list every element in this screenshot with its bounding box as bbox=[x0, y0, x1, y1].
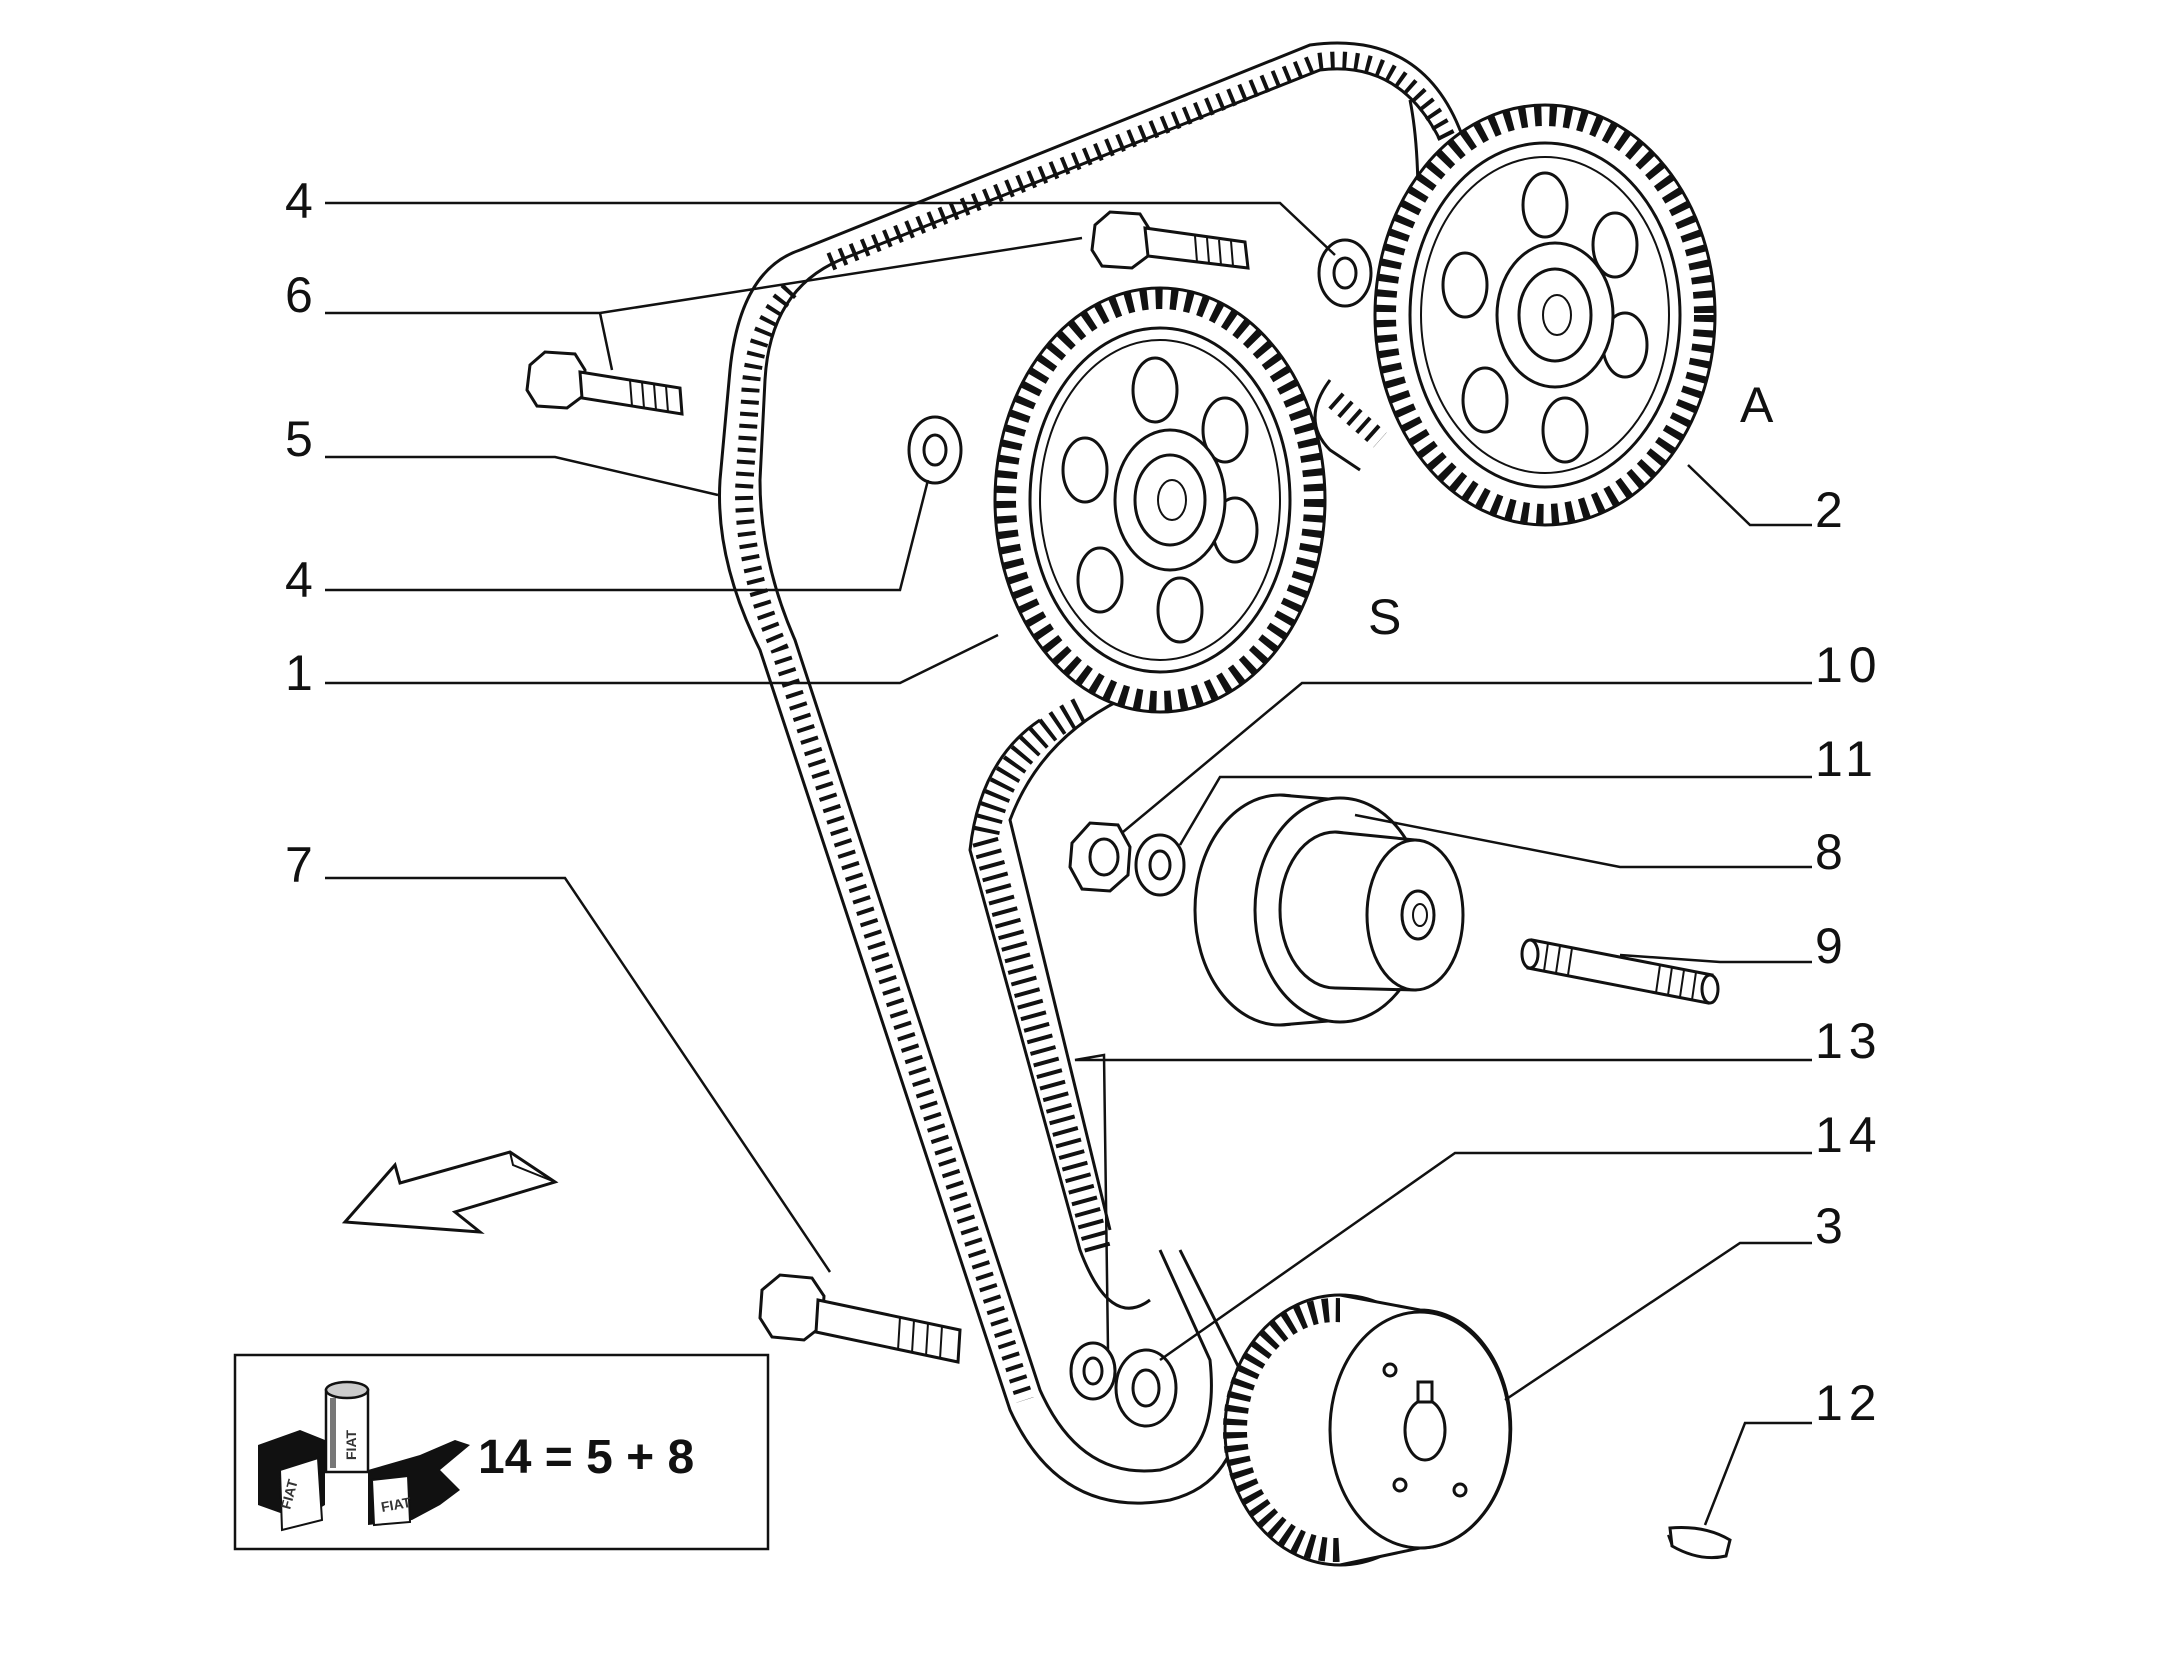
callout-12: 12 bbox=[1815, 1375, 1883, 1431]
crankshaft-pulley-3 bbox=[1223, 1293, 1513, 1567]
callout-4-upper: 4 bbox=[285, 173, 319, 229]
callout-6: 6 bbox=[285, 267, 319, 323]
washer-14 bbox=[1114, 1348, 1178, 1428]
callout-1: 1 bbox=[285, 645, 319, 701]
timing-belt bbox=[718, 41, 1482, 1505]
callout-14: 14 bbox=[1815, 1107, 1883, 1163]
tensioner-8 bbox=[1193, 793, 1465, 1027]
callout-A: A bbox=[1740, 377, 1779, 433]
stud-9 bbox=[1520, 938, 1720, 1005]
kit-formula: 14 = 5 + 8 bbox=[478, 1431, 694, 1484]
callout-7: 7 bbox=[285, 837, 319, 893]
callout-9: 9 bbox=[1815, 918, 1849, 974]
callout-S: S bbox=[1368, 589, 1407, 645]
bolt-6-upper bbox=[1090, 210, 1250, 270]
washer-4-lower bbox=[907, 415, 963, 485]
brand-mark-2: FIAT bbox=[343, 1429, 359, 1460]
leader-lines bbox=[325, 201, 1812, 1526]
callout-8: 8 bbox=[1815, 824, 1849, 880]
callout-11: 11 bbox=[1815, 731, 1879, 787]
key-12 bbox=[1667, 1526, 1732, 1560]
bolt-7 bbox=[758, 1273, 962, 1364]
callout-3: 3 bbox=[1815, 1198, 1849, 1254]
callout-5: 5 bbox=[285, 411, 319, 467]
callout-10: 10 bbox=[1815, 637, 1883, 693]
washer-4-upper bbox=[1317, 238, 1373, 308]
callout-labels: 4 6 5 4 1 7 A 2 S 10 11 8 9 13 14 3 12 bbox=[285, 173, 1883, 1431]
bolt-6-lower bbox=[525, 350, 684, 416]
brand-mark-1: FIAT bbox=[277, 1477, 300, 1511]
washer-13 bbox=[1069, 1341, 1117, 1401]
kit-box: FIAT FIAT FIAT 14 = 5 + 8 bbox=[233, 1353, 770, 1551]
washer-11 bbox=[1134, 833, 1186, 897]
callout-4-lower: 4 bbox=[285, 552, 319, 608]
brand-mark-3: FIAT bbox=[380, 1494, 413, 1515]
kit-parts-icon: FIAT FIAT FIAT bbox=[258, 1380, 470, 1532]
front-arrow-icon bbox=[341, 1150, 559, 1234]
camshaft-pulley-1 bbox=[993, 286, 1327, 714]
callout-2: 2 bbox=[1815, 482, 1849, 538]
callout-13: 13 bbox=[1815, 1013, 1883, 1069]
nut-10 bbox=[1068, 821, 1132, 893]
camshaft-pulley-2 bbox=[1373, 103, 1717, 527]
